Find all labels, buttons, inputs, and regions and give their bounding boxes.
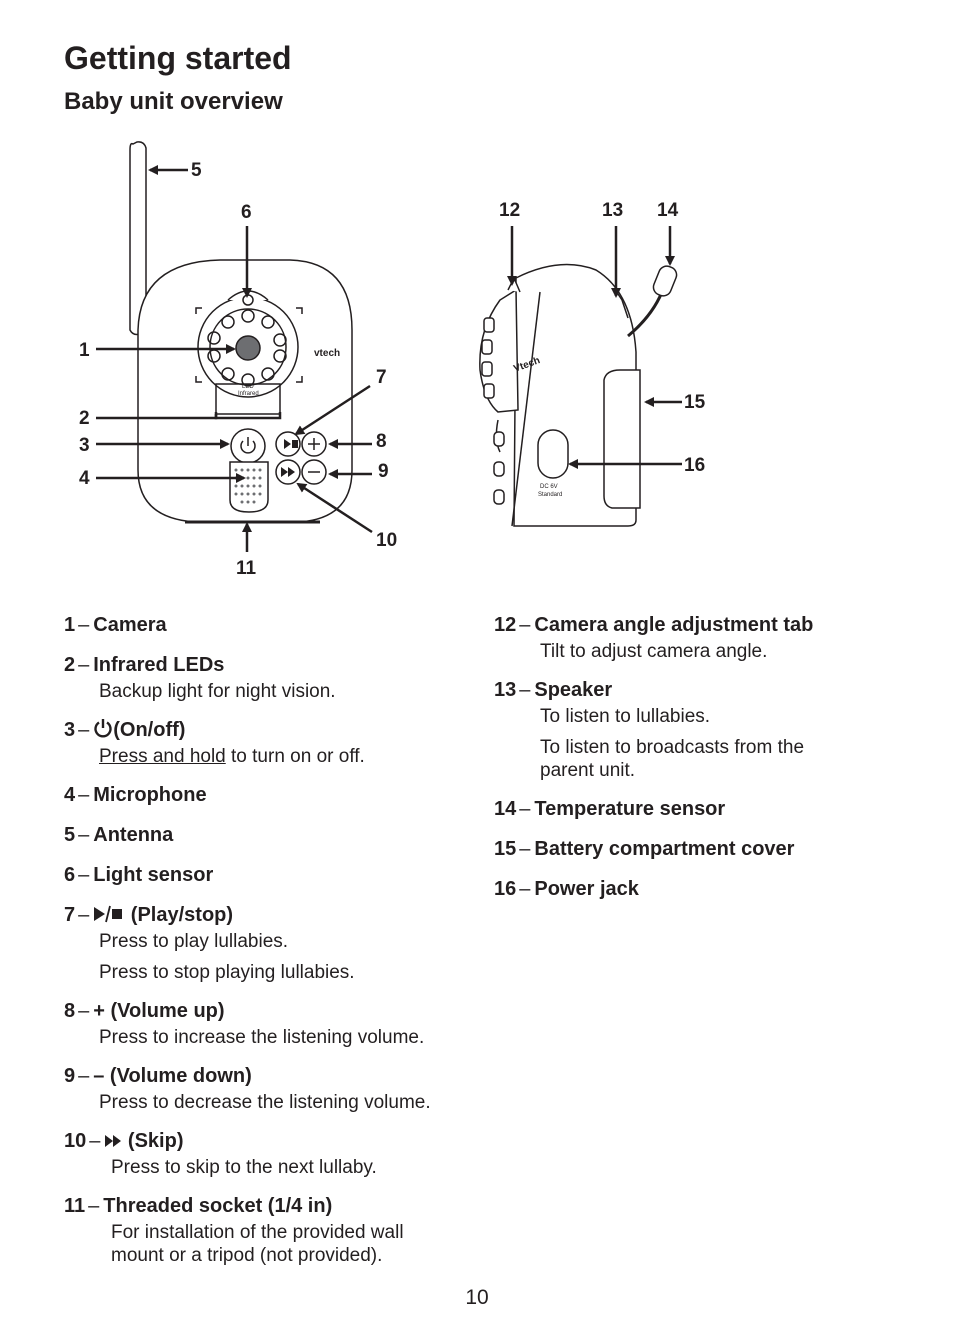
callout-14: 14 (657, 200, 679, 221)
list-item: 14–Temperature sensor (494, 798, 726, 820)
brand-logo: vtech (314, 348, 340, 359)
list-item: 9–– (Volume down) Press to decrease the … (64, 1065, 431, 1113)
section-title: Baby unit overview (64, 88, 283, 115)
callout-4: 4 (79, 468, 90, 489)
front-view (129, 141, 353, 524)
temperature-sensor (652, 265, 678, 297)
left-parts-list: 1–Camera 2–Infrared LEDs Backup light fo… (64, 612, 464, 1281)
callout-5: 5 (191, 160, 202, 181)
dc-label-2: Standard (538, 492, 562, 498)
led-label: LED (242, 384, 254, 390)
infrared-leds (207, 309, 287, 387)
callout-12: 12 (499, 200, 520, 221)
callout-8: 8 (376, 431, 387, 452)
play-stop-icon (94, 905, 123, 923)
list-item: 6–Light sensor (64, 864, 214, 886)
dc-label: DC 6V (540, 484, 558, 490)
callout-1: 1 (79, 340, 90, 361)
list-item: 15–Battery compartment cover (494, 838, 795, 860)
callout-10: 10 (376, 530, 397, 551)
light-sensor (242, 294, 254, 306)
power-jack (537, 429, 569, 479)
power-icon (94, 719, 112, 738)
list-item: 13–Speaker To listen to lullabies. To li… (494, 679, 805, 781)
camera-lens (235, 335, 261, 361)
list-item: 8–+ (Volume up) Press to increase the li… (64, 1000, 425, 1048)
callout-7: 7 (376, 367, 387, 388)
skip-icon (105, 1135, 122, 1147)
right-parts-list: 12–Camera angle adjustment tab Tilt to a… (494, 612, 894, 916)
callout-16: 16 (684, 455, 705, 476)
antenna (129, 141, 147, 336)
callout-15: 15 (684, 392, 706, 413)
callout-2: 2 (79, 408, 90, 429)
callout-3: 3 (79, 435, 90, 456)
page-number: 10 (465, 1286, 489, 1309)
list-item: 4–Microphone (64, 784, 207, 806)
callout-11: 11 (236, 558, 257, 579)
page-title: Getting started (64, 40, 292, 76)
callout-9: 9 (378, 461, 389, 482)
list-item: 7– (Play/stop) Press to play lullabies. … (64, 904, 355, 983)
list-item: 10– (Skip) Press to skip to the next lul… (64, 1130, 377, 1178)
list-item: 3–(On/off) Press and hold to turn on or … (64, 719, 365, 767)
baby-unit-diagram: vtech LED Infrared 5 6 1 7 2 8 3 9 4 10 … (79, 141, 706, 579)
list-item: 2–Infrared LEDs Backup light for night v… (64, 654, 336, 702)
list-item: 5–Antenna (64, 824, 174, 846)
battery-cover (603, 369, 641, 509)
infrared-label: Infrared (238, 391, 259, 397)
side-view (479, 263, 678, 527)
callout-6: 6 (241, 202, 252, 223)
callout-13: 13 (602, 200, 623, 221)
microphone-dots (234, 468, 262, 504)
list-item: 11–Threaded socket (1/4 in) For installa… (64, 1195, 404, 1266)
list-item: 1–Camera (64, 614, 167, 636)
list-item: 16–Power jack (494, 878, 639, 900)
list-item: 12–Camera angle adjustment tab Tilt to a… (494, 614, 814, 662)
